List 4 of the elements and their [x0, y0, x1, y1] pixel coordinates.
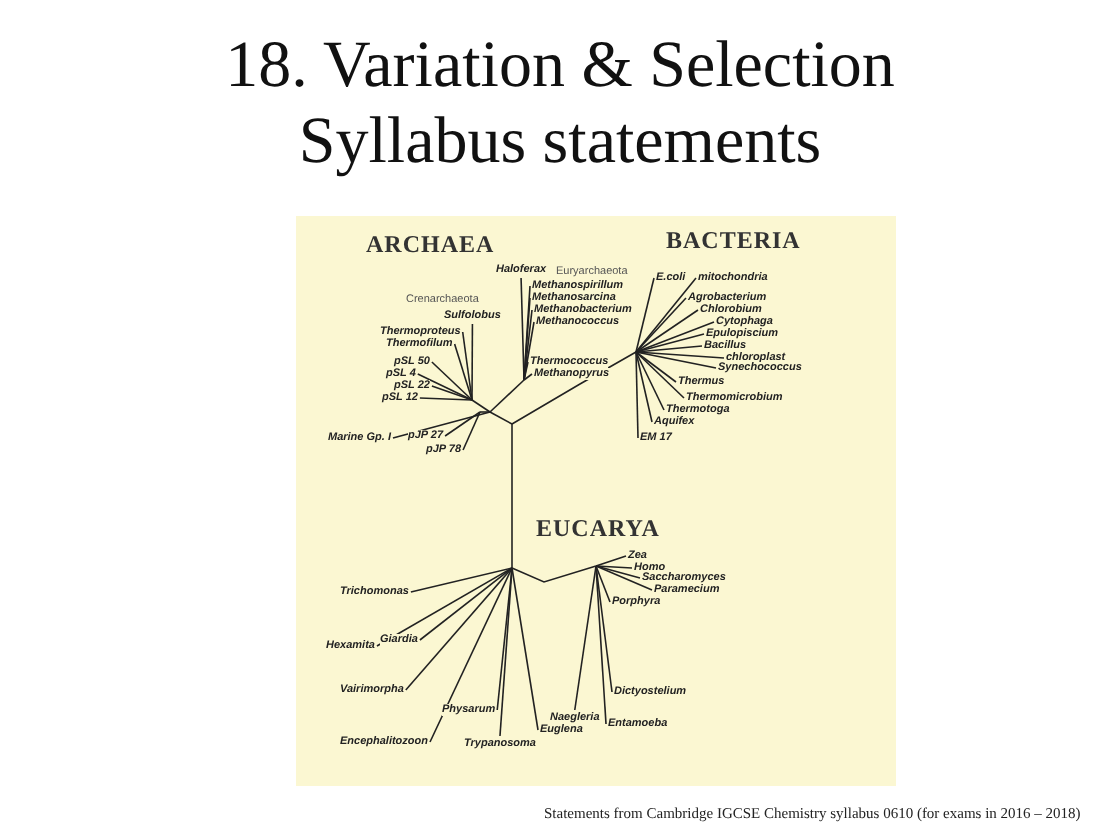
domain-label: ARCHAEA [366, 232, 495, 258]
slide-title: 18. Variation & Selection Syllabus statements [223, 28, 897, 180]
domain-label: BACTERIA [666, 228, 801, 254]
domain-label: EUCARYA [536, 516, 660, 542]
